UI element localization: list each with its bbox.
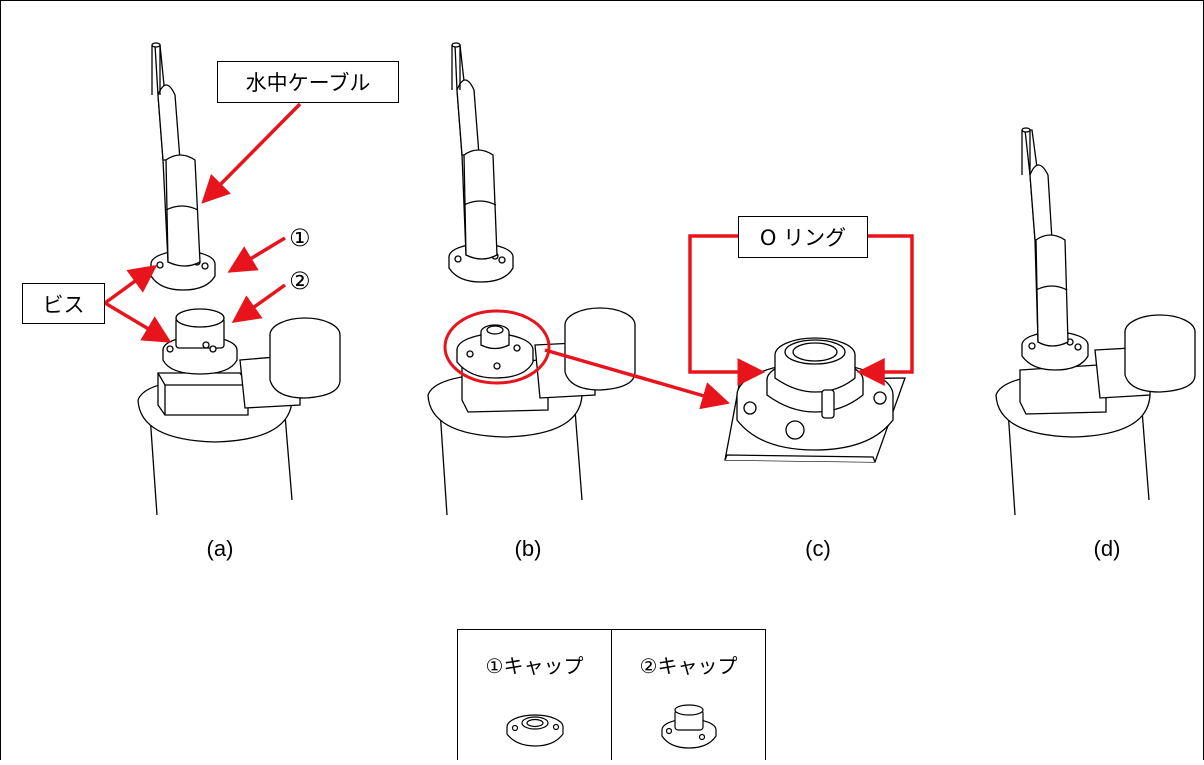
oring-line-right [856,234,914,386]
arrow-screw-1 [103,264,158,305]
arrow-screw-2 [104,301,172,343]
figure-a [137,42,341,516]
legend-cap1-title: ①キャップ [485,654,584,678]
oring-line-left [688,234,766,386]
caption-c: (c) [805,536,831,561]
arrow-num1 [227,236,286,273]
figure-b [427,42,636,516]
caption-d: (d) [1093,536,1121,561]
cable-label: 水中ケーブル [217,61,399,103]
arrows [103,102,914,410]
cap1-image [506,714,564,747]
figure-c [724,337,906,463]
figure-d [995,127,1196,516]
cap-legend: ①キャップ ②キャップ [457,629,766,760]
caption-a: (a) [206,536,234,561]
arrow-cable [201,102,302,204]
part-number-1: ① [289,224,311,252]
oring-label: O リング [738,216,868,258]
legend-cell-cap2: ②キャップ [611,630,765,760]
legend-cap2-title: ②キャップ [639,654,738,678]
legend-cell-cap1: ①キャップ [458,630,611,760]
part-number-2: ② [289,267,311,295]
arrow-num2 [231,283,287,324]
caption-b: (b) [514,536,542,561]
screw-label: ビス [22,283,105,324]
arrow-detail [544,348,731,410]
cap2-image [661,704,717,749]
